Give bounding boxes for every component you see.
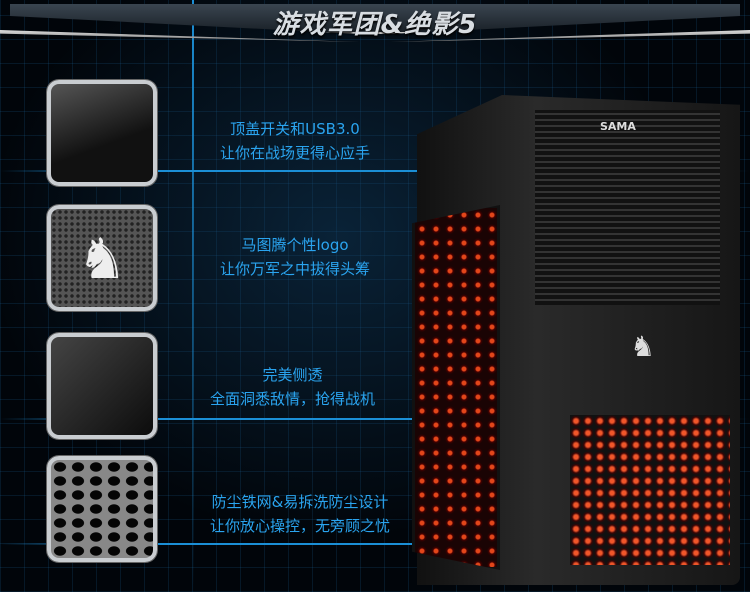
divider xyxy=(192,0,194,592)
feature-heading: 完美侧透 xyxy=(262,366,323,384)
horse-logo-icon: ♞ xyxy=(630,330,656,363)
banner-title: 游戏军团&绝影5 xyxy=(272,10,478,40)
feature-dust-filter: 防尘铁网&易拆洗防尘设计 让你放心操控，无旁顾之忧 xyxy=(195,490,405,538)
feature-description: 让你万军之中拔得头筹 xyxy=(219,260,370,278)
feature-side-window: 完美侧透 全面洞悉敌情，抢得战机 xyxy=(185,363,400,411)
front-fan-mesh xyxy=(570,415,730,565)
horse-logo-icon: ♞ xyxy=(77,227,128,292)
dust-filter-thumbnail xyxy=(47,456,157,562)
feature-description: 让你在战场更得心应手 xyxy=(219,144,370,162)
feature-heading: 马图腾个性logo xyxy=(241,236,349,254)
divider xyxy=(0,170,750,172)
horse-logo-thumbnail: ♞ xyxy=(47,205,157,311)
feature-description: 全面洞悉敌情，抢得战机 xyxy=(209,390,375,408)
divider xyxy=(0,543,750,545)
feature-heading: 防尘铁网&易拆洗防尘设计 xyxy=(211,493,389,511)
divider xyxy=(0,418,750,420)
feature-description: 让你放心操控，无旁顾之忧 xyxy=(209,517,390,535)
title-banner: 游戏军团&绝影5 xyxy=(0,0,750,48)
feature-logo: 马图腾个性logo 让你万军之中拔得头筹 xyxy=(195,233,395,281)
side-window-thumbnail xyxy=(47,333,157,439)
feature-usb: 顶盖开关和USB3.0 让你在战场更得心应手 xyxy=(195,117,395,165)
brand-logo: SAMA xyxy=(600,120,636,133)
front-mesh xyxy=(535,110,720,305)
top-panel-usb-thumbnail xyxy=(47,80,157,186)
feature-heading: 顶盖开关和USB3.0 xyxy=(230,120,360,138)
side-window xyxy=(412,205,500,570)
